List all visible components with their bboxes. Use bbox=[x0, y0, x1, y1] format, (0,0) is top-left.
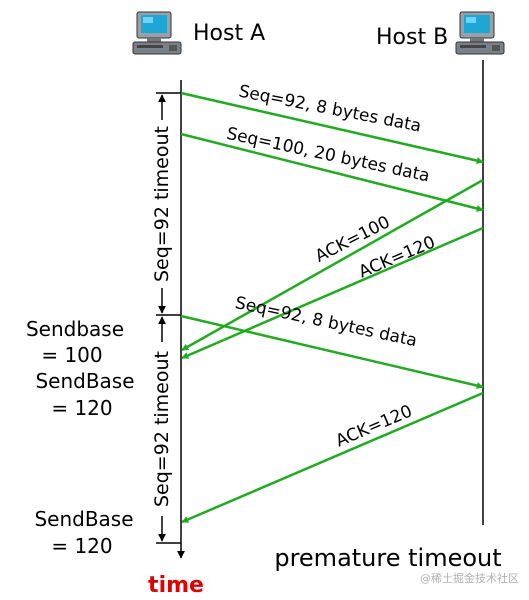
time-label: time bbox=[148, 573, 204, 598]
msg-seq92-first-arrow bbox=[180, 91, 484, 165]
timeout-bracket-2 bbox=[156, 316, 181, 544]
host-a-label: Host A bbox=[193, 21, 265, 46]
msg-seq92-retransmit-arrow bbox=[180, 314, 484, 389]
msg-ack120-first-arrow bbox=[181, 226, 484, 360]
sendbase-2-line2: = 120 bbox=[51, 396, 112, 420]
timeout-bracket-1 bbox=[156, 92, 181, 316]
msg-seq100-label: Seq=100, 20 bytes data bbox=[225, 124, 432, 187]
msg-ack120-second-arrow bbox=[181, 391, 484, 524]
sendbase-1-line2: = 100 bbox=[41, 343, 102, 367]
sendbase-3-line1: SendBase bbox=[34, 507, 133, 531]
sendbase-2-line1: SendBase bbox=[35, 369, 134, 393]
msg-ack100-arrow bbox=[181, 178, 484, 352]
watermark: @稀土掘金技术社区 bbox=[420, 571, 519, 585]
computer-icon bbox=[132, 11, 182, 55]
sendbase-1-line1: Sendbase bbox=[26, 317, 124, 341]
caption: premature timeout bbox=[274, 544, 501, 572]
msg-seq100-arrow bbox=[180, 132, 484, 212]
timeout-label-1: Seq=92 timeout bbox=[151, 126, 173, 282]
sendbase-3-line2: = 120 bbox=[51, 534, 112, 558]
msg-seq92-first-label: Seq=92, 8 bytes data bbox=[237, 82, 423, 137]
timeout-label-2: Seq=92 timeout bbox=[151, 351, 173, 507]
computer-icon bbox=[455, 11, 505, 55]
msg-seq92-retransmit-label: Seq=92, 8 bytes data bbox=[233, 293, 419, 351]
host-b-label: Host B bbox=[376, 25, 448, 50]
